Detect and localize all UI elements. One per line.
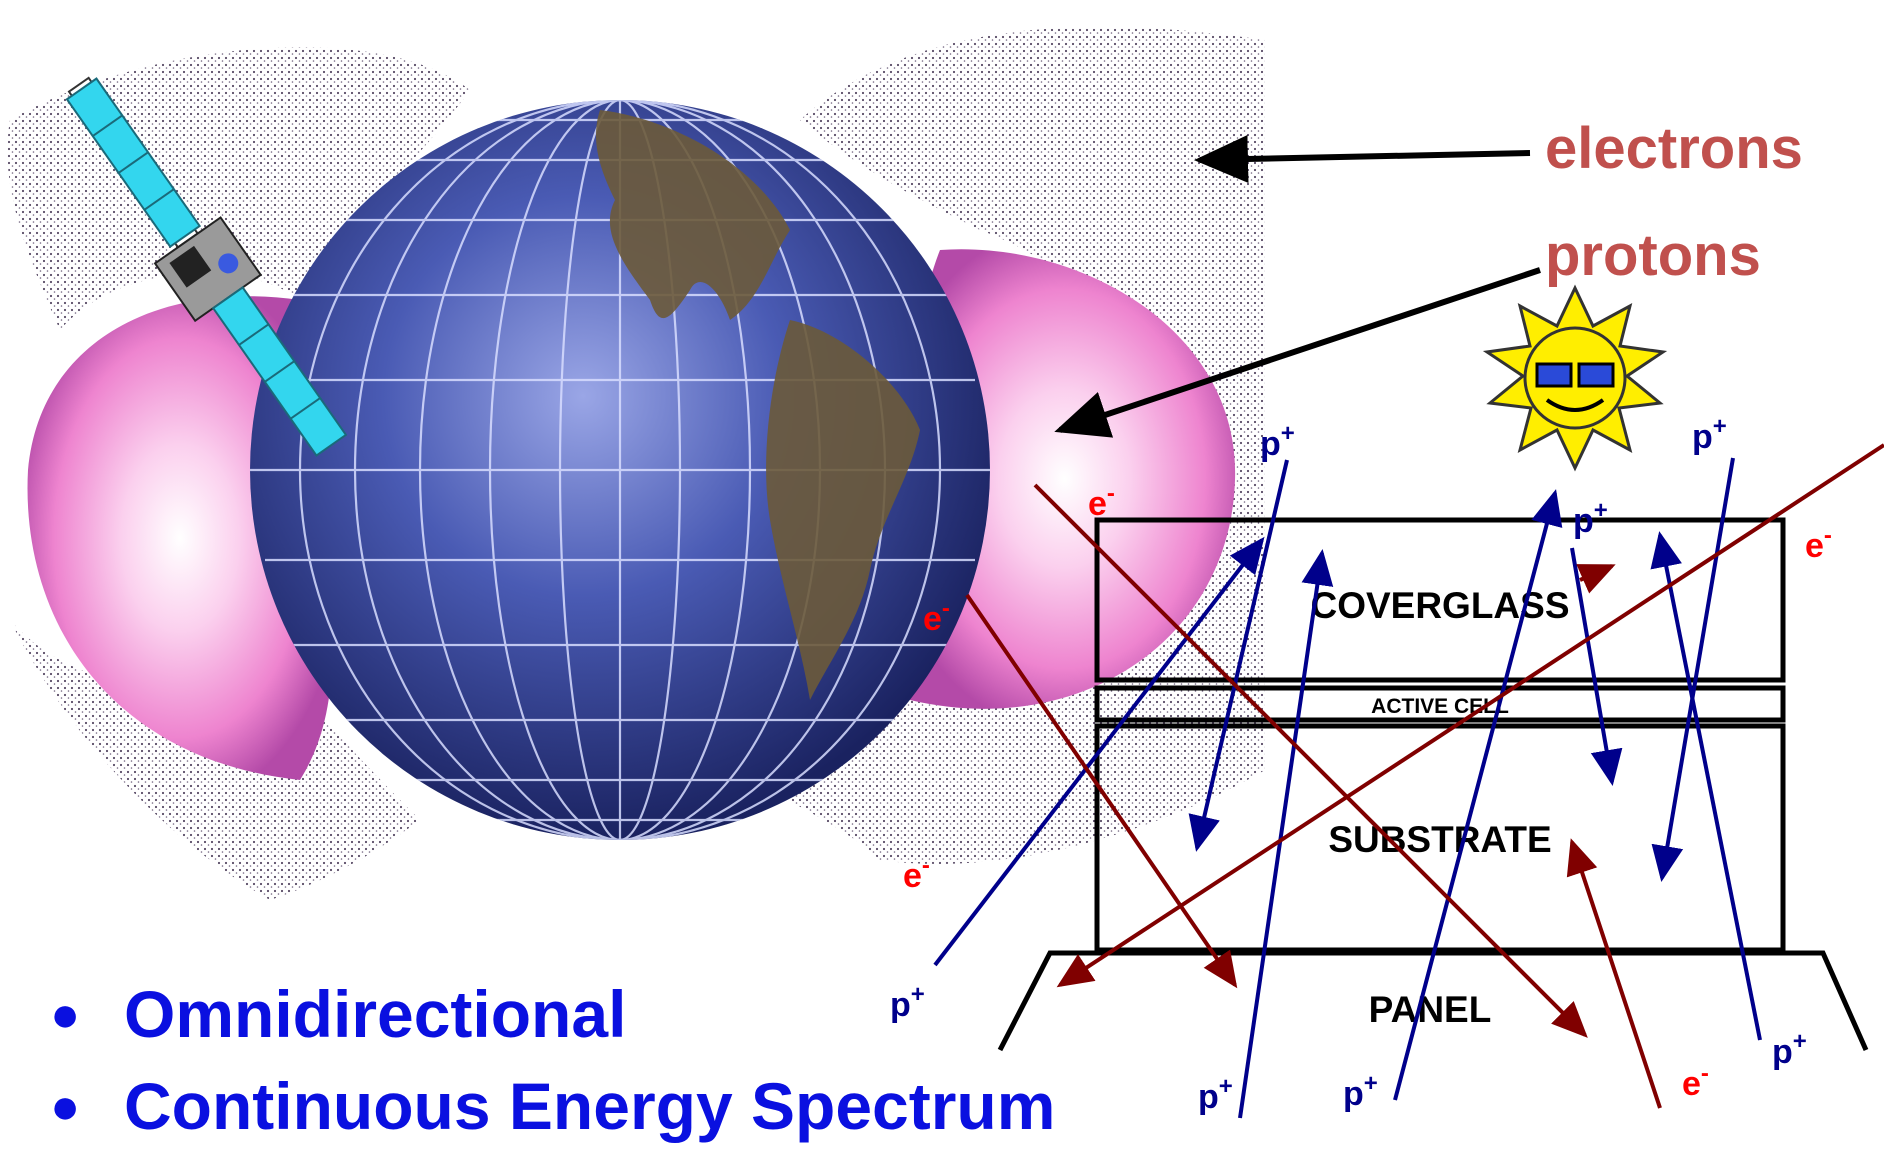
panel-label: PANEL [1369,989,1492,1030]
electrons-label: electrons [1545,116,1803,181]
substrate-layer [1094,723,1786,953]
proton-labels: p+ p+ p+ p+ p+ p+ p+ [890,413,1807,1116]
electron-label: e- [1805,522,1832,565]
electron-label: e- [903,852,930,895]
protons-pointer [1054,267,1541,438]
solar-cell-stack [997,517,1869,1052]
electron-label: e- [1682,1060,1709,1103]
satellite-icon [65,76,348,457]
electron-trajectories [965,443,1884,1109]
proton-label: p+ [1772,1028,1807,1071]
active-cell-layer [1094,685,1786,723]
proton-label: p+ [890,981,925,1024]
bullet-dot-icon: ● [50,986,81,1042]
bullet-text: Continuous Energy Spectrum [124,1069,1056,1143]
bullet-text: Omnidirectional [124,977,627,1051]
electron-label: e- [923,595,950,638]
coverglass-layer [1094,517,1786,683]
proton-label: p+ [1573,497,1608,540]
earth-globe [250,100,990,840]
electron-label: e- [1088,480,1115,523]
electron-labels: e- e- e- e- e- [903,480,1832,1103]
electrons-pointer [1194,134,1531,183]
proton-label: p+ [1343,1070,1378,1113]
protons-label: protons [1545,223,1761,288]
bullet-item: ● Omnidirectional [50,968,1055,1060]
bullet-item: ● Continuous Energy Spectrum [50,1060,1055,1152]
sun-icon [1482,284,1668,472]
proton-label: p+ [1692,413,1727,456]
proton-trajectories [933,457,1762,1119]
panel-layer [997,950,1869,1052]
radiation-belt-diagram: electrons protons COVERGLASS ACTIVE CELL… [7,26,1884,1119]
bullet-dot-icon: ● [50,1078,81,1134]
proton-label: p+ [1198,1073,1233,1116]
bullet-list: ● Omnidirectional ● Continuous Energy Spec… [50,968,1055,1152]
substrate-label: SUBSTRATE [1328,819,1551,860]
proton-label: p+ [1260,420,1295,463]
